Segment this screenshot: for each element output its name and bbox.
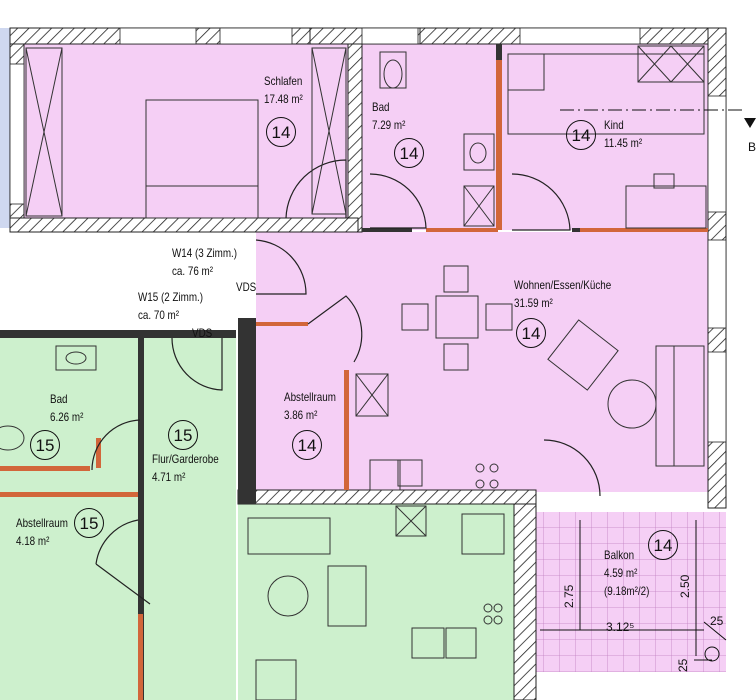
unit-badge-bad15: 15	[30, 430, 60, 460]
room-area-note-balkon: (9.18m²/2)	[604, 584, 650, 598]
unit-badge-abstell15: 15	[74, 508, 104, 538]
vds-label-lower: VDS	[192, 326, 213, 340]
room-area-bad14: 7.29 m²	[372, 118, 406, 132]
unit-badge-balkon: 14	[648, 530, 678, 560]
dimension-25-right: 25	[710, 614, 724, 628]
room-name-bad14: Bad	[372, 100, 390, 114]
accent-walls	[0, 60, 708, 700]
unit-badge-abstell14: 14	[292, 430, 322, 460]
dimension-2-75: 2.75	[562, 584, 576, 608]
unit-badge-kind: 14	[566, 120, 596, 150]
section-marker-label: B	[748, 140, 756, 154]
dimension-2-50: 2.50	[678, 574, 692, 598]
room-area-bad15: 6.26 m²	[50, 410, 84, 424]
section-arrow	[560, 109, 756, 128]
unit-badge-bad14: 14	[394, 138, 424, 168]
stair-corridor	[0, 232, 256, 330]
unit-label-w14: W14 (3 Zimm.)	[172, 246, 238, 260]
room-name-flur15: Flur/Garderobe	[152, 452, 219, 466]
room-name-schlafen: Schlafen	[264, 74, 303, 88]
room-area-abstell15: 4.18 m²	[16, 534, 50, 548]
room-name-bad15: Bad	[50, 392, 68, 406]
unit-15-floor	[0, 338, 514, 700]
vds-label-upper: VDS	[236, 280, 257, 294]
room-area-wohnen: 31.59 m²	[514, 296, 553, 310]
unit-badge-wohnen: 14	[516, 318, 546, 348]
room-name-abstell15: Abstellraum	[16, 516, 68, 530]
unit-badge-flur15: 15	[168, 420, 198, 450]
doors	[91, 159, 601, 605]
room-area-schlafen: 17.48 m²	[264, 92, 303, 106]
balcony-dimensions	[540, 520, 727, 662]
room-name-balkon: Balkon	[604, 548, 635, 562]
furniture	[0, 45, 707, 700]
room-name-abstell14: Abstellraum	[284, 390, 336, 404]
room-area-balkon: 4.59 m²	[604, 566, 638, 580]
room-name-kind: Kind	[604, 118, 624, 132]
unit-badge-schlafen: 14	[266, 117, 296, 147]
room-area-abstell14: 3.86 m²	[284, 408, 318, 422]
room-area-kind: 11.45 m²	[604, 136, 643, 150]
windows	[9, 27, 727, 443]
room-area-flur15: 4.71 m²	[152, 470, 186, 484]
unit-area-w14: ca. 76 m²	[172, 264, 214, 278]
unit-label-w15: W15 (2 Zimm.)	[138, 290, 204, 304]
dimension-3-125: 3.12⁵	[606, 620, 635, 634]
unit-area-w15: ca. 70 m²	[138, 308, 180, 322]
dimension-25-bottom: 25	[676, 658, 690, 672]
room-name-wohnen: Wohnen/Essen/Küche	[514, 278, 612, 292]
